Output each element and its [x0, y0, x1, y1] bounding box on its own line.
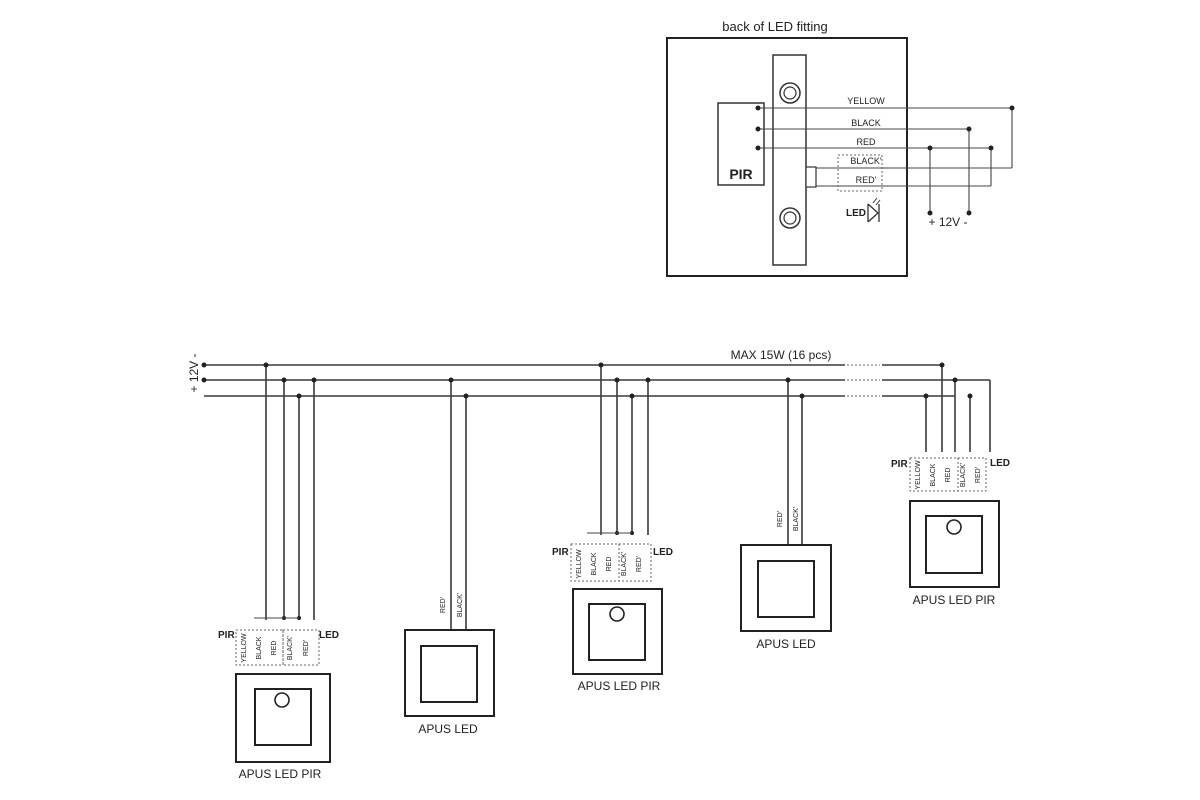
- svg-text:BLACK': BLACK': [960, 463, 967, 487]
- svg-text:PIR: PIR: [891, 459, 908, 470]
- inset-supply-label: + 12V -: [928, 215, 967, 229]
- wire-label-yellow: YELLOW: [847, 96, 885, 106]
- svg-text:BLACK': BLACK': [457, 593, 464, 617]
- pir-sensor-icon: [274, 692, 290, 708]
- svg-text:PIR: PIR: [218, 630, 235, 641]
- svg-text:BLACK': BLACK': [287, 636, 294, 660]
- pir-sensor-icon: [946, 519, 962, 535]
- svg-text:BLACK': BLACK': [621, 552, 628, 576]
- fitting-pir-3: PIR LED YELLOW BLACK RED BLACK' RED' APU…: [552, 362, 673, 693]
- led-label: LED: [846, 208, 866, 219]
- fitting-led-4: RED' BLACK' APUS LED: [740, 377, 832, 651]
- svg-text:RED: RED: [271, 641, 278, 656]
- wire-label-red-led: RED': [856, 175, 877, 185]
- svg-text:YELLOW: YELLOW: [241, 633, 248, 663]
- wire-label-black: BLACK: [851, 118, 881, 128]
- fitting-pir-1: PIR LED YELLOW BLACK RED BLACK' RED' APU…: [218, 362, 339, 781]
- bus-supply-label: + 12V -: [187, 353, 201, 392]
- inset-title: back of LED fitting: [722, 19, 828, 34]
- wire-label-red: RED: [856, 137, 876, 147]
- svg-text:RED': RED': [440, 597, 447, 613]
- svg-text:LED: LED: [990, 458, 1010, 469]
- pir-label: PIR: [729, 166, 752, 182]
- fitting-led-2: RED' BLACK' APUS LED: [404, 377, 495, 736]
- svg-text:YELLOW: YELLOW: [576, 549, 583, 579]
- svg-text:RED': RED': [777, 511, 784, 527]
- svg-text:RED': RED': [636, 556, 643, 572]
- svg-text:BLACK: BLACK: [930, 463, 937, 486]
- svg-text:LED: LED: [653, 547, 673, 558]
- svg-text:RED: RED: [945, 468, 952, 483]
- bus-note: MAX 15W (16 pcs): [731, 348, 832, 362]
- fitting-pir-5: PIR LED YELLOW BLACK RED BLACK' RED' APU…: [891, 362, 1010, 607]
- svg-text:RED: RED: [606, 557, 613, 572]
- svg-text:BLACK': BLACK': [793, 507, 800, 531]
- fitting-label: APUS LED PIR: [578, 679, 661, 693]
- svg-text:BLACK: BLACK: [256, 636, 263, 659]
- fitting-label: APUS LED PIR: [913, 593, 996, 607]
- fitting-label: APUS LED: [756, 637, 816, 651]
- svg-text:PIR: PIR: [552, 547, 569, 558]
- fitting-label: APUS LED PIR: [239, 767, 322, 781]
- led-diode-icon: [867, 197, 881, 223]
- svg-text:LED: LED: [319, 630, 339, 641]
- wire-label-black-led: BLACK': [850, 156, 882, 166]
- svg-text:RED': RED': [975, 467, 982, 483]
- supply-bus: + 12V - MAX 15W (16 pcs): [187, 348, 990, 397]
- svg-text:RED': RED': [303, 640, 310, 656]
- pir-sensor-icon: [609, 606, 625, 622]
- inset-panel: back of LED fitting PIR YELLOW: [666, 19, 1015, 277]
- svg-text:BLACK: BLACK: [591, 552, 598, 575]
- led-connector: [805, 166, 817, 188]
- fitting-label: APUS LED: [418, 722, 478, 736]
- svg-text:YELLOW: YELLOW: [915, 460, 922, 490]
- pir-module: [717, 102, 765, 186]
